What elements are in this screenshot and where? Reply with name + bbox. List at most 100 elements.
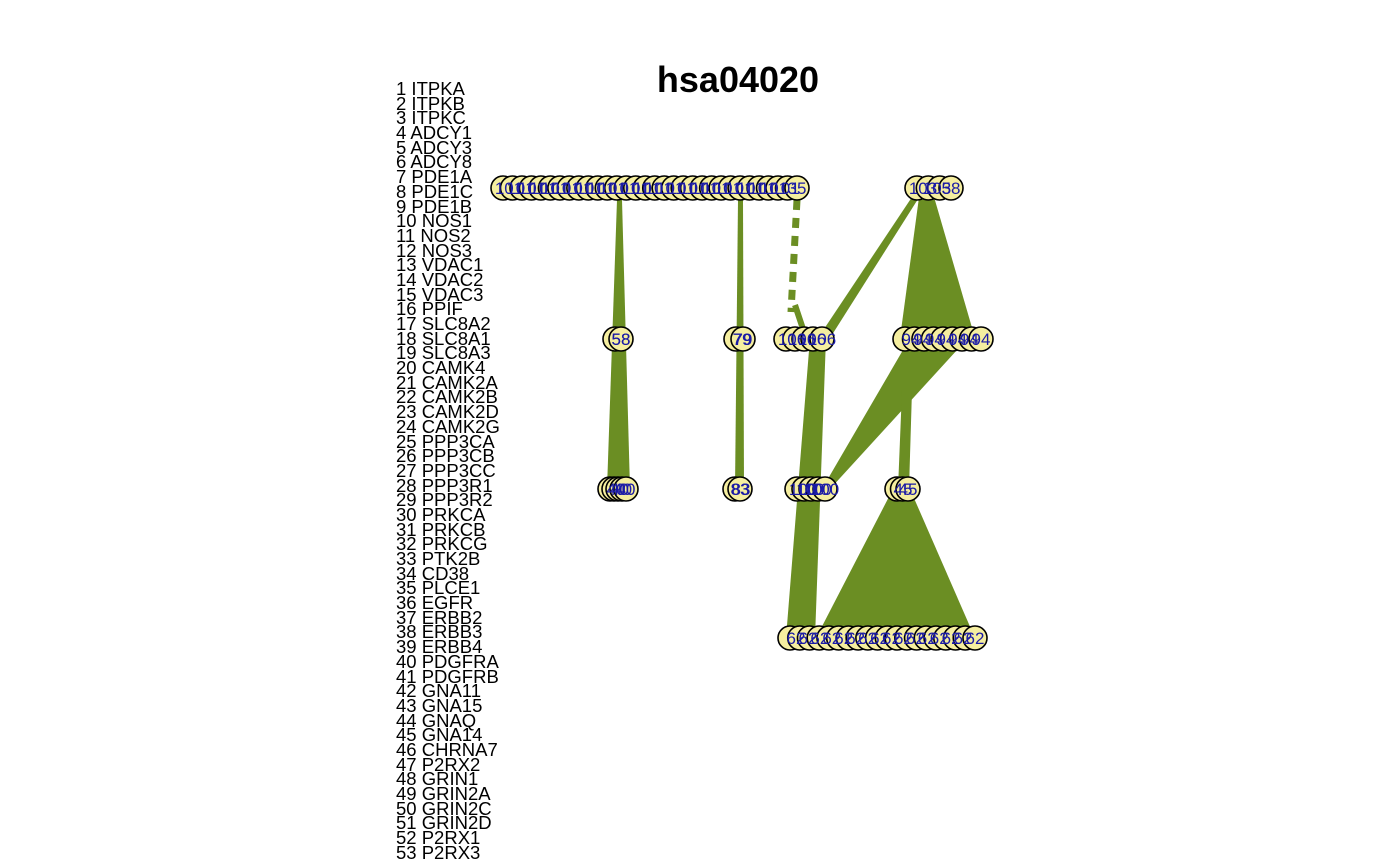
node-id-label: 101 [760, 179, 788, 198]
node-id-label: 101 [529, 179, 557, 198]
node-id-label: 101 [587, 179, 615, 198]
node-id-label: 62 [810, 629, 829, 648]
node-id-label: 40 [613, 480, 632, 499]
node-id-label: 62 [822, 629, 841, 648]
edge [900, 190, 975, 338]
legend-entry: 27 PPP3CC [396, 459, 496, 481]
legend-entry: 17 SLC8A2 [396, 313, 491, 334]
node-id-label: 94 [937, 330, 956, 349]
legend-entry: 44 GNAQ [396, 709, 477, 731]
edge [816, 489, 975, 638]
legend-entry: 22 CAMK2B [396, 386, 498, 408]
node-id-label: 62 [942, 629, 961, 648]
node-id-label: 101 [575, 179, 603, 198]
legend-entry: 11 NOS2 [396, 224, 471, 246]
legend-entry: 2 ITPKB [396, 92, 465, 114]
node-id-label: 101 [598, 179, 626, 198]
legend-entry: 43 GNA15 [396, 694, 483, 716]
legend-entry: 33 PTK2B [396, 548, 481, 569]
node-id-label: 101 [702, 179, 730, 198]
node-id-label: 62 [930, 629, 949, 648]
legend-entry: 48 GRIN1 [396, 768, 479, 790]
node-id-label: 100 [811, 480, 839, 499]
legend-entry: 46 CHRNA7 [396, 738, 498, 760]
node-id-label: 94 [925, 330, 944, 349]
legend-entry: 49 GRIN2A [396, 783, 491, 804]
legend-entry: 52 P2RX1 [396, 827, 481, 849]
node-id-label: 101 [668, 179, 696, 198]
legend-entry: 6 ADCY8 [396, 151, 473, 173]
node-layer: 1011011011011011011011011011011011011011… [490, 175, 994, 651]
gene-node [613, 476, 639, 502]
node-id-label: 58 [612, 330, 631, 349]
legend-entry: 7 PDE1A [396, 166, 473, 188]
node-id-label: 62 [846, 629, 865, 648]
node-id-label: 106 [778, 330, 806, 349]
node-id-label: 94 [948, 330, 967, 349]
legend-entry: 50 GRIN2C [396, 797, 492, 819]
legend-entry: 34 CD38 [396, 562, 470, 584]
node-id-label: 83 [731, 480, 750, 499]
legend-entry: 32 PRKCG [396, 533, 488, 555]
node-id-label: 62 [966, 629, 985, 648]
edge-layer [607, 188, 975, 638]
node-id-label: 101 [506, 179, 534, 198]
gene-node [730, 326, 756, 352]
legend-entry: 12 NOS3 [396, 239, 473, 261]
legend-entry: 21 CAMK2A [396, 371, 498, 393]
node-id-label: 101 [495, 179, 523, 198]
legend-entry: 4 ADCY1 [396, 122, 473, 144]
node-id-label: 106 [798, 330, 826, 349]
legend-entry: 14 VDAC2 [396, 268, 484, 290]
edge [818, 188, 925, 338]
legend-entry: 47 P2RX2 [396, 753, 481, 775]
node-id-label: 106 [808, 330, 836, 349]
legend-entry: 18 SLC8A1 [396, 327, 491, 349]
gene-node [968, 326, 994, 352]
edge [787, 199, 801, 313]
node-id-label: 79 [733, 330, 752, 349]
edge [898, 390, 912, 489]
node-id-label: 100 [789, 480, 817, 499]
legend-entry: 45 GNA14 [396, 724, 483, 746]
legend-entry: 19 SLC8A3 [396, 342, 491, 364]
legend-entry: 39 ERBB4 [396, 636, 483, 658]
node-id-label: 40 [607, 480, 626, 499]
node-id-label: 101 [552, 179, 580, 198]
node-id-label: 83 [732, 480, 751, 499]
node-id-label: 101 [679, 179, 707, 198]
node-id-label: 101 [564, 179, 592, 198]
legend-entry: 16 PPIF [396, 298, 463, 320]
legend-entry: 24 CAMK2G [396, 415, 500, 437]
gene-node [962, 625, 988, 651]
node-id-label: 62 [787, 629, 806, 648]
legend-entry: 38 ERBB3 [396, 621, 483, 643]
node-group: 1011011011011011011011011011011011011011… [490, 175, 810, 201]
node-id-label: 94 [960, 330, 979, 349]
node-id-label: 35 [788, 179, 807, 198]
legend-entry: 9 PDE1B [396, 195, 473, 217]
legend-entry: 37 ERBB2 [396, 606, 483, 628]
node-id-label: 101 [725, 179, 753, 198]
legend-entry: 8 PDE1C [396, 180, 474, 202]
node-id-label: 79 [734, 330, 753, 349]
node-id-label: 101 [771, 179, 799, 198]
node-id-label: 62 [882, 629, 901, 648]
node-id-label: 101 [645, 179, 673, 198]
node-id-label: 101 [714, 179, 742, 198]
node-id-label: 100 [803, 480, 831, 499]
node-id-label: 62 [918, 629, 937, 648]
node-id-label: 62 [858, 629, 877, 648]
node-id-label: 62 [870, 629, 889, 648]
legend-entry: 35 PLCE1 [396, 577, 481, 599]
node-id-label: 45 [899, 480, 918, 499]
node-id-label: 106 [788, 330, 816, 349]
